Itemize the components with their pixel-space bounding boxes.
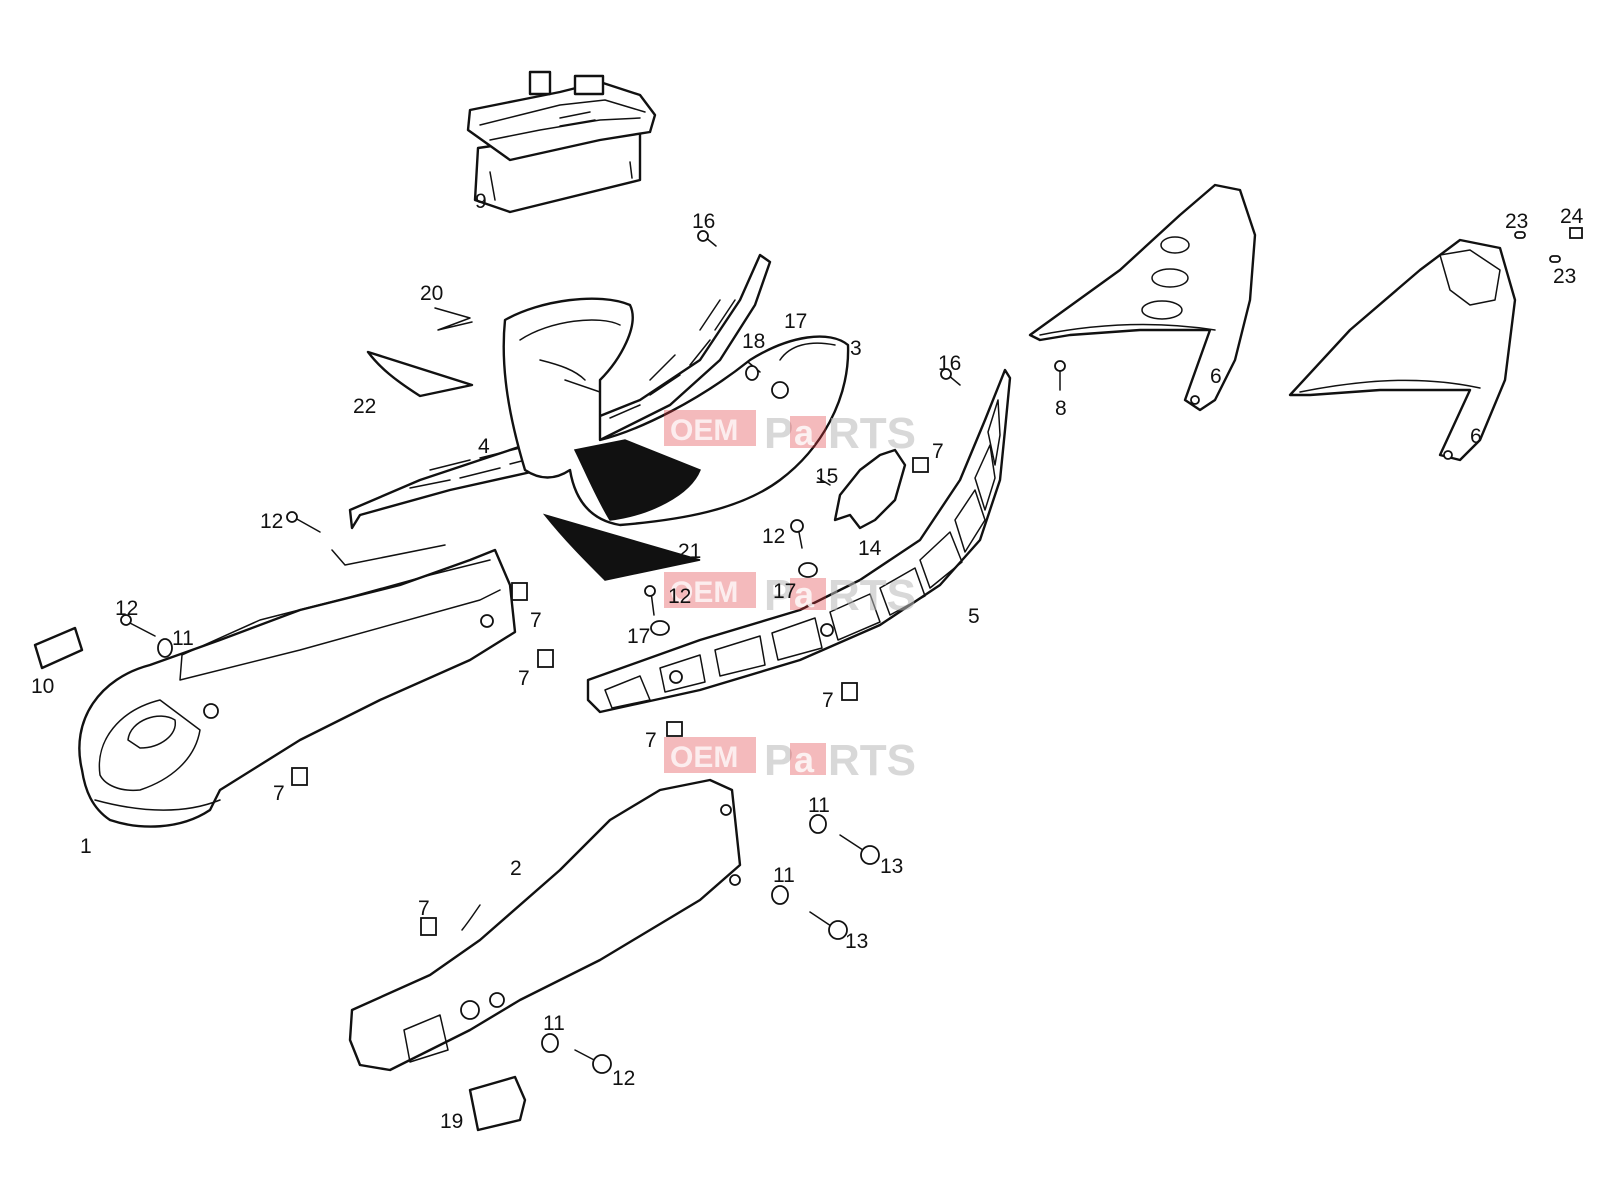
part-21-decal xyxy=(542,513,701,581)
callout-24: 24 xyxy=(1560,205,1584,228)
speed-nuts xyxy=(291,457,929,936)
callout-17b: 17 xyxy=(773,580,796,603)
callout-16b: 16 xyxy=(938,352,961,375)
callout-23b: 23 xyxy=(1553,265,1576,288)
callout-13a: 13 xyxy=(880,855,903,878)
callout-7e: 7 xyxy=(645,729,657,752)
svg-text:RTS: RTS xyxy=(828,571,916,620)
svg-text:a: a xyxy=(794,574,815,615)
callout-14: 14 xyxy=(858,537,882,560)
svg-text:a: a xyxy=(794,739,815,780)
svg-text:P: P xyxy=(764,571,793,620)
callout-6b: 6 xyxy=(1470,425,1482,448)
callout-5: 5 xyxy=(968,605,980,628)
callout-7f: 7 xyxy=(932,440,944,463)
callout-7g: 7 xyxy=(418,897,430,920)
callout-7c: 7 xyxy=(273,782,285,805)
callout-7b: 7 xyxy=(518,667,530,690)
part-6-fairing-b xyxy=(1288,238,1517,462)
svg-text:OEM: OEM xyxy=(670,414,738,447)
callout-11d: 11 xyxy=(543,1012,565,1035)
part-10-reflector xyxy=(33,626,84,670)
callout-7a: 7 xyxy=(530,609,542,632)
svg-text:RTS: RTS xyxy=(828,736,916,785)
callout-18: 18 xyxy=(742,330,765,353)
callout-11a: 11 xyxy=(172,627,194,650)
callout-4: 4 xyxy=(478,435,490,458)
callout-3: 3 xyxy=(850,337,862,360)
part-22-decal xyxy=(366,350,474,398)
callout-13b: 13 xyxy=(845,930,868,953)
callout-20: 20 xyxy=(420,282,443,305)
callout-7d: 7 xyxy=(822,689,834,712)
part-19-reflector xyxy=(468,1075,527,1132)
callout-labels: 1 2 3 4 5 6 6 7 7 7 7 7 7 7 8 9 10 11 11… xyxy=(31,190,1584,1133)
callout-1: 1 xyxy=(80,835,92,858)
callout-23a: 23 xyxy=(1505,210,1528,233)
svg-text:a: a xyxy=(794,412,815,453)
callout-17c: 17 xyxy=(627,625,650,648)
callout-12a: 12 xyxy=(260,510,283,533)
callout-8: 8 xyxy=(1055,397,1067,420)
callout-22: 22 xyxy=(353,395,376,418)
callout-21: 21 xyxy=(678,540,701,563)
svg-text:OEM: OEM xyxy=(670,741,738,774)
callout-10: 10 xyxy=(31,675,54,698)
watermark-3: OEM P a RTS xyxy=(664,736,916,785)
screws-and-washers xyxy=(120,227,1583,1074)
callout-19: 19 xyxy=(440,1110,463,1133)
part-6-fairing-a xyxy=(1028,183,1257,412)
callout-12b: 12 xyxy=(115,597,138,620)
callout-15: 15 xyxy=(815,465,838,488)
callout-2: 2 xyxy=(510,857,522,880)
callout-12d: 12 xyxy=(668,585,691,608)
part-5-footboard xyxy=(586,368,1012,714)
part-2-right-cover xyxy=(348,778,742,1072)
watermark-2: OEM P a RTS xyxy=(664,571,916,620)
svg-text:RTS: RTS xyxy=(828,409,916,458)
svg-text:P: P xyxy=(764,736,793,785)
callout-12c: 12 xyxy=(762,525,785,548)
part-14-bracket xyxy=(833,448,907,530)
callout-16a: 16 xyxy=(692,210,715,233)
part-20-clip xyxy=(434,307,473,331)
watermark-1: OEM P a RTS xyxy=(664,409,916,458)
callout-17a: 17 xyxy=(784,310,807,333)
callout-12e: 12 xyxy=(612,1067,635,1090)
callout-6a: 6 xyxy=(1210,365,1222,388)
svg-text:OEM: OEM xyxy=(670,576,738,609)
callout-11c: 11 xyxy=(773,864,795,887)
part-9-box xyxy=(466,70,657,214)
callout-11b: 11 xyxy=(808,794,830,817)
part-1-left-cover xyxy=(78,544,517,828)
svg-text:P: P xyxy=(764,409,793,458)
callout-9: 9 xyxy=(475,190,487,213)
part-21-decal-upper xyxy=(573,439,701,521)
